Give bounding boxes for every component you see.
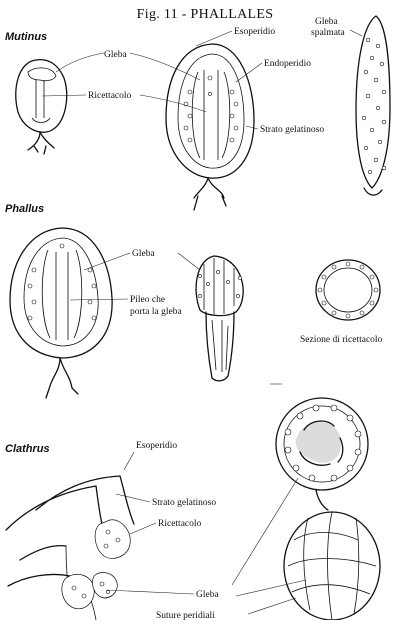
clathrus-label-esoperidio: Esoperidio [136, 441, 177, 451]
phallus-label-sezione: Sezione di ricettacolo [300, 335, 383, 345]
clathrus-egg-section [275, 397, 369, 511]
phallus-label-pileo-1: Pileo che [130, 295, 165, 305]
clathrus-lattice-globe [283, 511, 381, 621]
clathrus-label-suture: Suture peridiali [156, 611, 215, 620]
clathrus-label-gleba: Gleba [196, 590, 219, 600]
mutinus-label-gleba-spalmata-2: spalmata [311, 28, 346, 38]
phallus-label-pileo-2: porta la gleba [130, 307, 182, 317]
mutinus-label-esoperidio: Esoperidio [234, 27, 275, 37]
mutinus-label-ricettacolo: Ricettacolo [88, 91, 132, 101]
clathrus-label-strato-gelatinoso: Strato gelatinoso [152, 498, 216, 508]
phallus-receptacle-section [315, 259, 381, 321]
mutinus-label-strato-gelatinoso: Strato gelatinoso [260, 125, 324, 135]
section-mutinus: Mutinus [5, 31, 47, 43]
figure-title: Fig. 11 - PHALLALES [137, 7, 274, 22]
mutinus-receptacle [355, 15, 391, 196]
mutinus-label-endoperidio: Endoperidio [264, 59, 311, 69]
phallus-egg-section [9, 227, 113, 399]
phallus-cap-stalk [195, 255, 244, 382]
mutinus-leader-lines [41, 29, 363, 130]
mutinus-label-gleba: Gleba [104, 50, 127, 60]
mutinus-egg-section [165, 43, 255, 211]
clathrus-label-ricettacolo: Ricettacolo [158, 519, 202, 529]
phallus-label-gleba: Gleba [132, 249, 155, 259]
clathrus-opened-body [5, 475, 135, 621]
mutinus-label-gleba-spalmata-1: Gleba [315, 17, 338, 27]
phallus-leader-lines [69, 252, 282, 385]
clathrus-leader-lines [105, 451, 307, 615]
mutinus-small-egg [15, 58, 68, 155]
section-clathrus: Clathrus [5, 443, 50, 455]
section-phallus: Phallus [5, 203, 44, 215]
